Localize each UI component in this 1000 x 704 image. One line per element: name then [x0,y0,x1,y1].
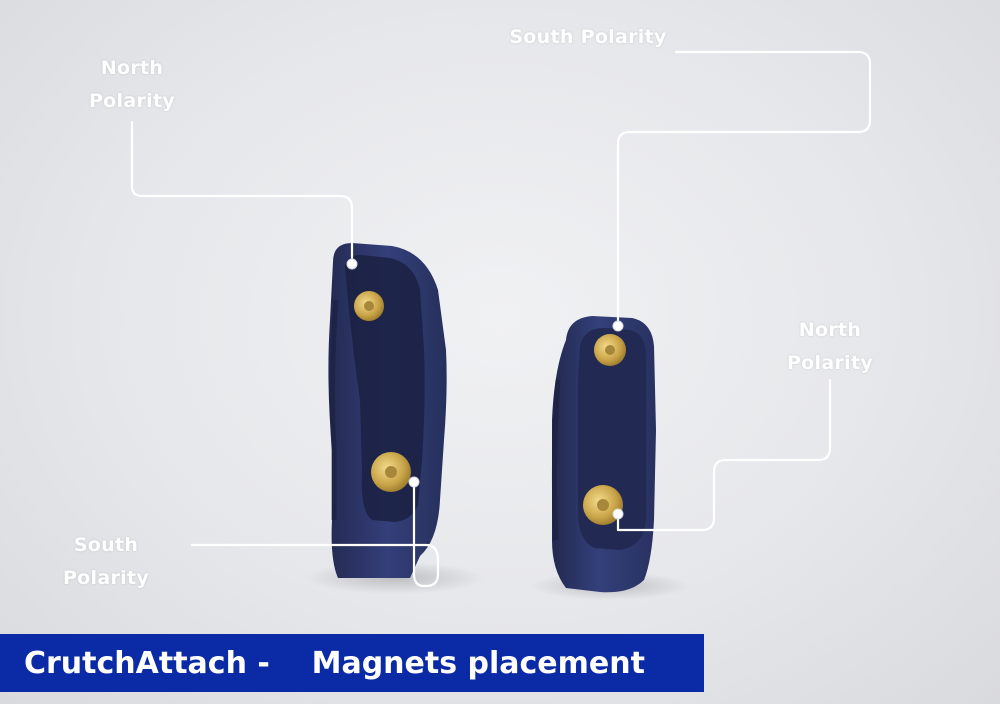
callout-dot-right-south [612,320,624,332]
callout-left-south [190,480,440,588]
right-crutch-attach-device [551,316,656,593]
title-text: CrutchAttach - Magnets placement [24,645,645,681]
label-right-north-line1: North [798,319,862,341]
label-right-south: South Polarity [509,26,667,48]
label-left-north-line1: North [100,57,164,79]
callout-dot-left-south [408,476,420,488]
callout-dot-right-north [612,508,624,520]
label-left-north-line2: Polarity [88,90,176,112]
label-left-north: North Polarity [82,52,182,118]
title-bar: CrutchAttach - Magnets placement [0,634,704,692]
callout-right-north [616,378,832,532]
left-crutch-attach-device [328,243,447,578]
callout-dot-left-north [346,258,358,270]
label-right-north-line2: Polarity [786,352,874,374]
label-left-south: South Polarity [62,534,150,589]
label-right-north: North Polarity [780,314,880,380]
callout-left-north [130,120,354,266]
callout-right-south [616,50,872,328]
